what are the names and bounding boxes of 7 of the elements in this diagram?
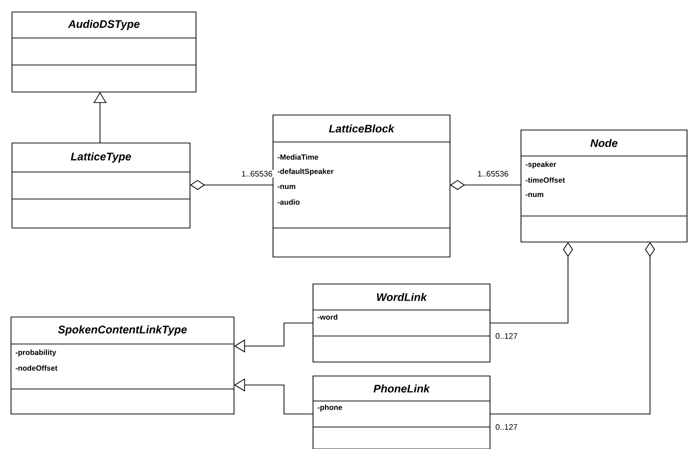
class-box: AudioDSType (12, 12, 196, 92)
multiplicity-label: 0..127 (494, 423, 519, 431)
generalization-arrow (234, 322, 314, 353)
multiplicity-label: 1..65536 (240, 170, 274, 178)
multiplicity-label: 0..127 (494, 332, 519, 340)
class-box: LatticeType (12, 142, 190, 228)
multiplicity-label: 1..65536 (476, 170, 510, 178)
